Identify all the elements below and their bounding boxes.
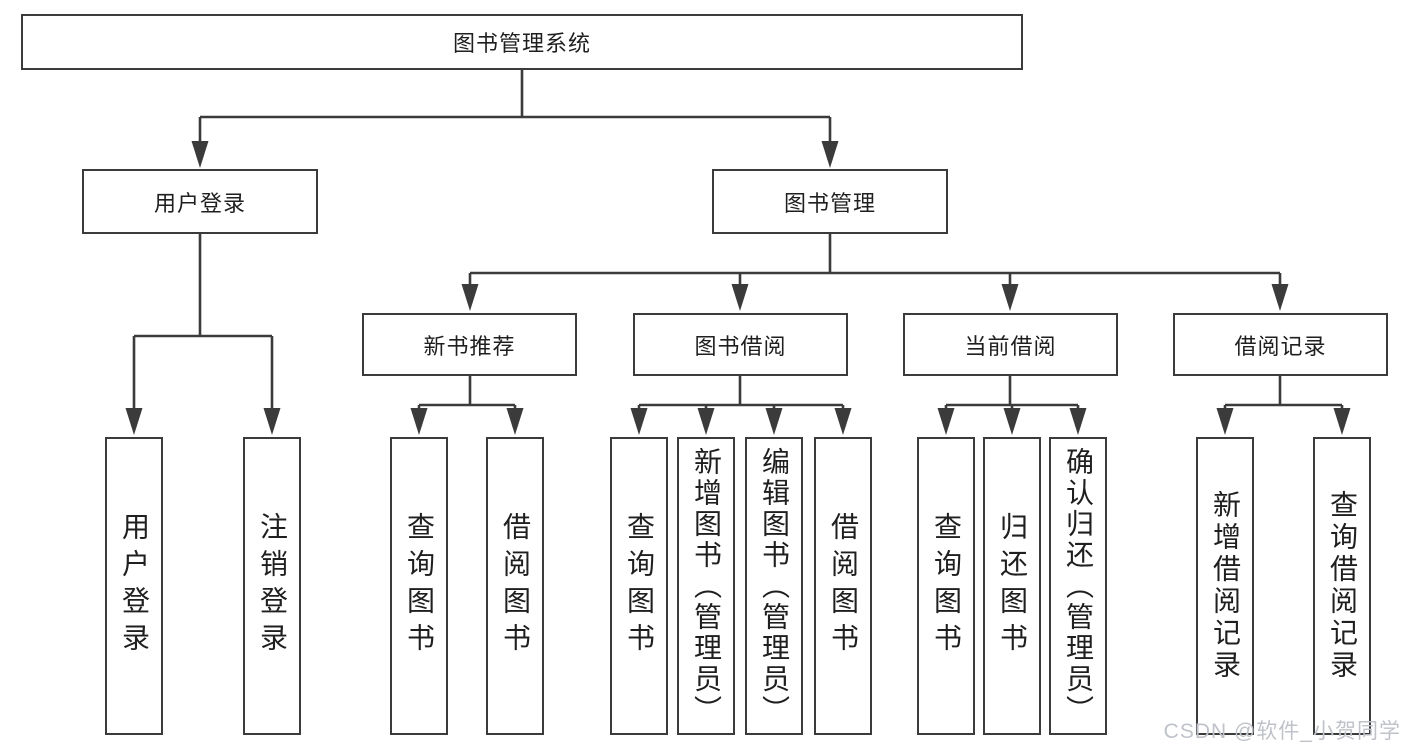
arrowhead-icon	[410, 408, 428, 435]
node-leaf-br-add-record: 新增借阅记录	[1196, 437, 1254, 735]
node-book-borrow: 图书借阅	[633, 313, 848, 376]
arrowhead-icon	[1333, 408, 1351, 435]
node-label: 确认归还（管理员）	[1063, 446, 1094, 726]
node-leaf-cb-return-books: 归还图书	[983, 437, 1041, 735]
arrowhead-icon	[1069, 408, 1087, 435]
node-borrow-records: 借阅记录	[1173, 313, 1388, 376]
arrowhead-icon	[191, 141, 209, 168]
connector-borrow-records-to-leaves	[1216, 376, 1351, 435]
node-user-login: 用户登录	[82, 169, 318, 234]
node-leaf-bb-query-books: 查询图书	[610, 437, 668, 735]
node-label: 查询图书	[624, 512, 655, 660]
node-label: 图书管理	[783, 190, 876, 216]
node-label: 借阅图书	[500, 512, 531, 660]
node-label: 借阅图书	[828, 512, 859, 660]
node-label: 编辑图书（管理员）	[759, 446, 790, 726]
connector-book-borrow-to-leaves	[630, 376, 852, 435]
arrowhead-icon	[263, 408, 281, 435]
node-leaf-br-query-record: 查询借阅记录	[1313, 437, 1371, 735]
connector-book-mgmt-to-level2	[461, 234, 1289, 311]
arrowhead-icon	[834, 408, 852, 435]
node-root-system: 图书管理系统	[21, 14, 1023, 70]
connector-user-login-to-leaves	[125, 234, 281, 435]
node-current-borrow: 当前借阅	[903, 313, 1118, 376]
node-label: 新增借阅记录	[1210, 490, 1241, 682]
node-label: 查询借阅记录	[1327, 490, 1358, 682]
csdn-watermark: CSDN @软件_小贺同学	[1163, 720, 1401, 743]
arrowhead-icon	[630, 408, 648, 435]
arrowhead-icon	[506, 408, 524, 435]
node-leaf-cb-confirm-return-admin: 确认归还（管理员）	[1049, 437, 1107, 735]
connector-current-borrow-to-leaves	[937, 376, 1087, 435]
arrowhead-icon	[1001, 284, 1019, 311]
node-leaf-logout: 注销登录	[243, 437, 301, 735]
arrowhead-icon	[765, 408, 783, 435]
node-leaf-bb-borrow-books: 借阅图书	[814, 437, 872, 735]
node-leaf-bb-edit-books-admin: 编辑图书（管理员）	[745, 437, 803, 735]
node-book-mgmt: 图书管理	[712, 169, 948, 234]
node-label: 用户登录	[153, 190, 246, 216]
arrowhead-icon	[1216, 408, 1234, 435]
arrowhead-icon	[697, 408, 715, 435]
node-label: 归还图书	[997, 512, 1028, 660]
node-new-book-rec: 新书推荐	[362, 313, 577, 376]
node-leaf-user-login: 用户登录	[105, 437, 163, 735]
node-label: 注销登录	[257, 512, 288, 660]
connector-new-book-rec-to-leaves	[410, 376, 524, 435]
node-label: 当前借阅	[964, 333, 1057, 359]
arrowhead-icon	[125, 408, 143, 435]
arrowhead-icon	[1271, 284, 1289, 311]
arrowhead-icon	[731, 284, 749, 311]
arrowhead-icon	[821, 141, 839, 168]
node-leaf-bb-add-books-admin: 新增图书（管理员）	[677, 437, 735, 735]
node-label: 查询图书	[931, 512, 962, 660]
node-label: 图书借阅	[694, 333, 787, 359]
node-label: 新书推荐	[423, 333, 516, 359]
node-label: 借阅记录	[1234, 333, 1327, 359]
node-label: 图书管理系统	[452, 31, 591, 56]
node-label: 用户登录	[119, 512, 150, 660]
node-leaf-rec-borrow-books: 借阅图书	[486, 437, 544, 735]
arrowhead-icon	[461, 284, 479, 311]
node-leaf-cb-query-books: 查询图书	[917, 437, 975, 735]
node-label: 查询图书	[404, 512, 435, 660]
connector-root-to-level1	[191, 70, 839, 168]
node-label: 新增图书（管理员）	[691, 446, 722, 726]
node-leaf-rec-query-books: 查询图书	[390, 437, 448, 735]
arrowhead-icon	[1003, 408, 1021, 435]
arrowhead-icon	[937, 408, 955, 435]
